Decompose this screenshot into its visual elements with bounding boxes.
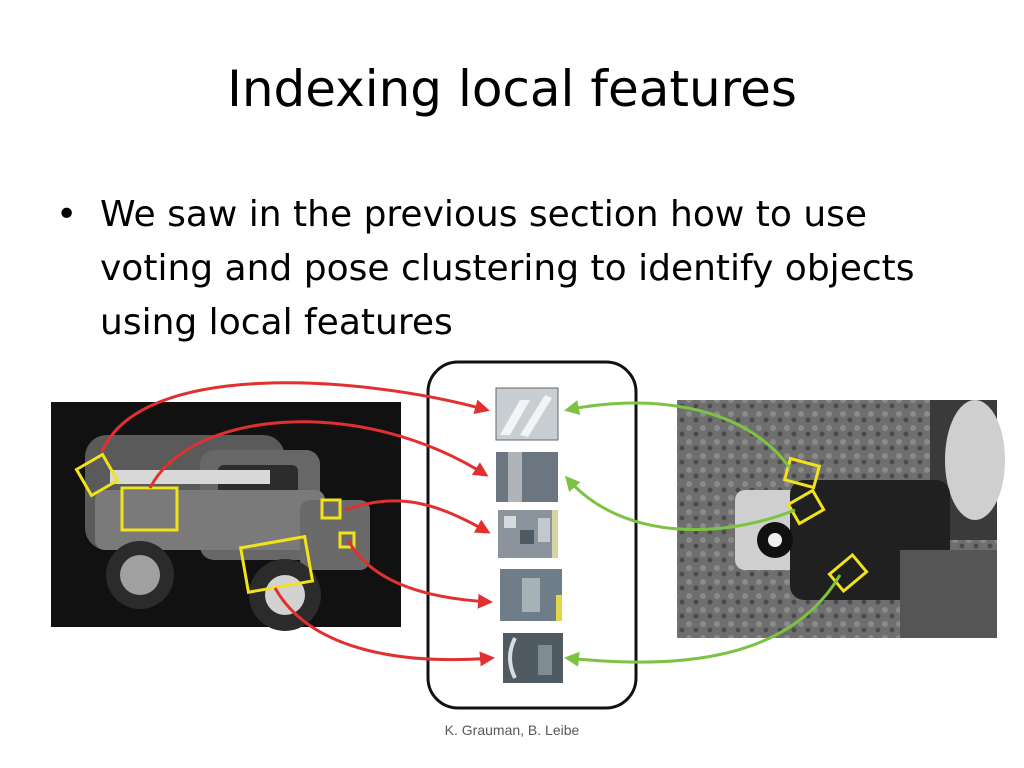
feature-matching-figure [51, 360, 1005, 710]
feature-box [782, 456, 869, 594]
bullet-text: We saw in the previous section how to us… [100, 194, 915, 343]
feature-box [74, 452, 356, 594]
feature-patch [498, 510, 558, 558]
feature-patch [495, 387, 559, 441]
slide-credit: K. Grauman, B. Leibe [444, 722, 580, 738]
bullet-item: • We saw in the previous section how to u… [56, 188, 956, 350]
feature-patch [500, 569, 562, 621]
toy-truck-photo [51, 402, 401, 631]
match-arrow [100, 381, 495, 667]
bullet-dot-icon: • [56, 194, 78, 235]
bullet-list: • We saw in the previous section how to u… [56, 188, 956, 350]
slide-title: Indexing local features [227, 60, 797, 118]
cluttered-scene-photo [677, 400, 1005, 638]
match-arrow [564, 400, 842, 667]
feature-patch [503, 633, 563, 683]
feature-patch [496, 452, 558, 502]
